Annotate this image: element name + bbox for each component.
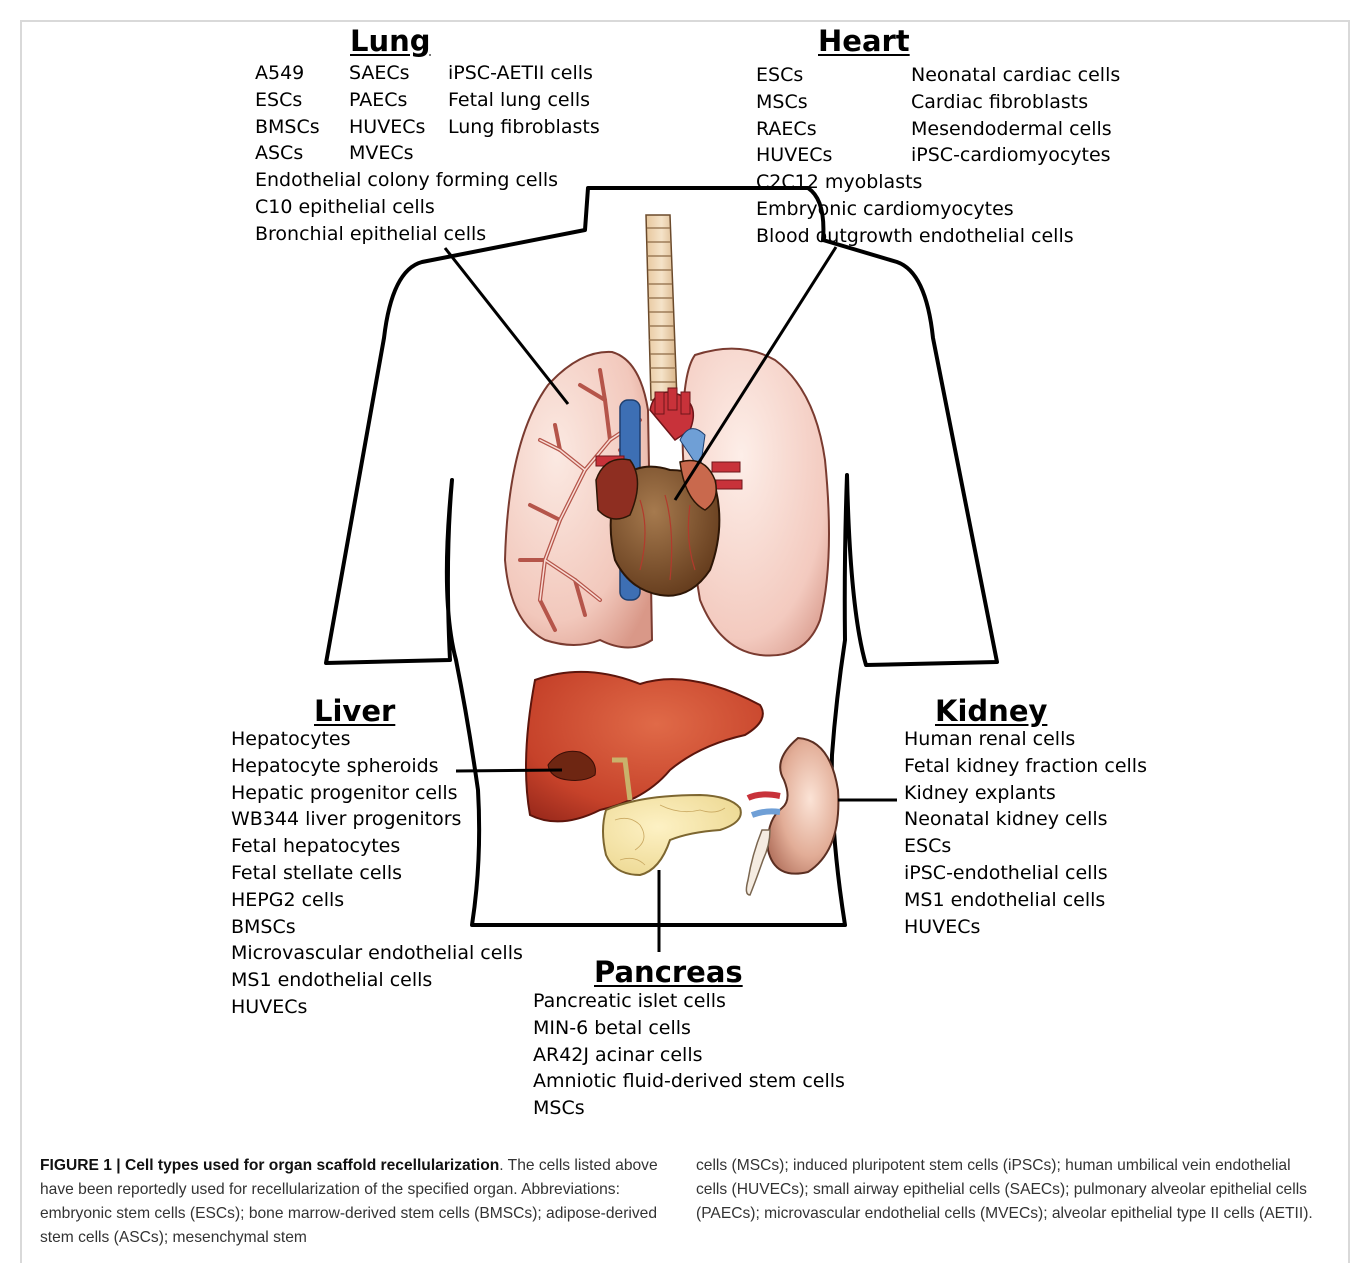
list-item: MS1 endothelial cells bbox=[231, 967, 523, 994]
list-item: A549 bbox=[255, 60, 320, 87]
caption-label: FIGURE 1 | Cell types used for organ sca… bbox=[40, 1157, 499, 1174]
list-item: Hepatocytes bbox=[231, 726, 523, 753]
list-item: HEPG2 cells bbox=[231, 887, 523, 914]
list-item: iPSC-cardiomyocytes bbox=[911, 142, 1120, 169]
list-item: Endothelial colony forming cells bbox=[255, 167, 558, 194]
list-item: MS1 endothelial cells bbox=[904, 887, 1147, 914]
list-item: Pancreatic islet cells bbox=[533, 988, 845, 1015]
kidney-list: Human renal cells Fetal kidney fraction … bbox=[904, 726, 1147, 940]
list-item: RAECs bbox=[756, 116, 832, 143]
list-item: Hepatic progenitor cells bbox=[231, 780, 523, 807]
list-item: iPSC-AETII cells bbox=[448, 60, 600, 87]
list-item: ESCs bbox=[904, 833, 1147, 860]
lung-title: Lung bbox=[350, 24, 431, 58]
list-item: MIN-6 betal cells bbox=[533, 1015, 845, 1042]
heart-list-col2: Neonatal cardiac cells Cardiac fibroblas… bbox=[911, 62, 1120, 169]
kidney-title: Kidney bbox=[935, 694, 1047, 728]
liver-list: Hepatocytes Hepatocyte spheroids Hepatic… bbox=[231, 726, 523, 1021]
list-item: Fetal stellate cells bbox=[231, 860, 523, 887]
list-item: HUVECs bbox=[349, 114, 425, 141]
list-item: ESCs bbox=[255, 87, 320, 114]
heart-title: Heart bbox=[818, 24, 910, 58]
lung-list-col2: SAECs PAECs HUVECs MVECs bbox=[349, 60, 425, 167]
list-item: PAECs bbox=[349, 87, 425, 114]
list-item: Fetal hepatocytes bbox=[231, 833, 523, 860]
list-item: HUVECs bbox=[231, 994, 523, 1021]
list-item: Human renal cells bbox=[904, 726, 1147, 753]
list-item: C10 epithelial cells bbox=[255, 194, 558, 221]
list-item: Kidney explants bbox=[904, 780, 1147, 807]
heart-list-wide: C2C12 myoblasts Embryonic cardiomyocytes… bbox=[756, 169, 1074, 249]
heart-list-col1: ESCs MSCs RAECs HUVECs bbox=[756, 62, 832, 169]
list-item: SAECs bbox=[349, 60, 425, 87]
list-item: MSCs bbox=[533, 1095, 845, 1122]
lung-list-col1: A549 ESCs BMSCs ASCs bbox=[255, 60, 320, 167]
list-item: WB344 liver progenitors bbox=[231, 806, 523, 833]
caption-right: cells (MSCs); induced pluripotent stem c… bbox=[696, 1154, 1326, 1226]
list-item: Blood outgrowth endothelial cells bbox=[756, 223, 1074, 250]
list-item: Cardiac fibroblasts bbox=[911, 89, 1120, 116]
list-item: Bronchial epithelial cells bbox=[255, 221, 558, 248]
list-item: Embryonic cardiomyocytes bbox=[756, 196, 1074, 223]
list-item: Fetal kidney fraction cells bbox=[904, 753, 1147, 780]
list-item: Neonatal kidney cells bbox=[904, 806, 1147, 833]
lung-list-wide: Endothelial colony forming cells C10 epi… bbox=[255, 167, 558, 247]
list-item: Hepatocyte spheroids bbox=[231, 753, 523, 780]
lung-list-col3: iPSC-AETII cells Fetal lung cells Lung f… bbox=[448, 60, 600, 140]
pancreas-title: Pancreas bbox=[594, 955, 743, 989]
list-item: AR42J acinar cells bbox=[533, 1042, 845, 1069]
caption-left: FIGURE 1 | Cell types used for organ sca… bbox=[40, 1154, 670, 1250]
list-item: iPSC-endothelial cells bbox=[904, 860, 1147, 887]
list-item: C2C12 myoblasts bbox=[756, 169, 1074, 196]
list-item: HUVECs bbox=[756, 142, 832, 169]
list-item: Microvascular endothelial cells bbox=[231, 940, 523, 967]
list-item: Lung fibroblasts bbox=[448, 114, 600, 141]
list-item: HUVECs bbox=[904, 914, 1147, 941]
pancreas-list: Pancreatic islet cells MIN-6 betal cells… bbox=[533, 988, 845, 1122]
list-item: MVECs bbox=[349, 140, 425, 167]
list-item: Amniotic fluid-derived stem cells bbox=[533, 1068, 845, 1095]
liver-title: Liver bbox=[314, 694, 395, 728]
list-item: Neonatal cardiac cells bbox=[911, 62, 1120, 89]
list-item: MSCs bbox=[756, 89, 832, 116]
list-item: ESCs bbox=[756, 62, 832, 89]
list-item: BMSCs bbox=[231, 914, 523, 941]
list-item: Mesendodermal cells bbox=[911, 116, 1120, 143]
list-item: ASCs bbox=[255, 140, 320, 167]
list-item: BMSCs bbox=[255, 114, 320, 141]
list-item: Fetal lung cells bbox=[448, 87, 600, 114]
